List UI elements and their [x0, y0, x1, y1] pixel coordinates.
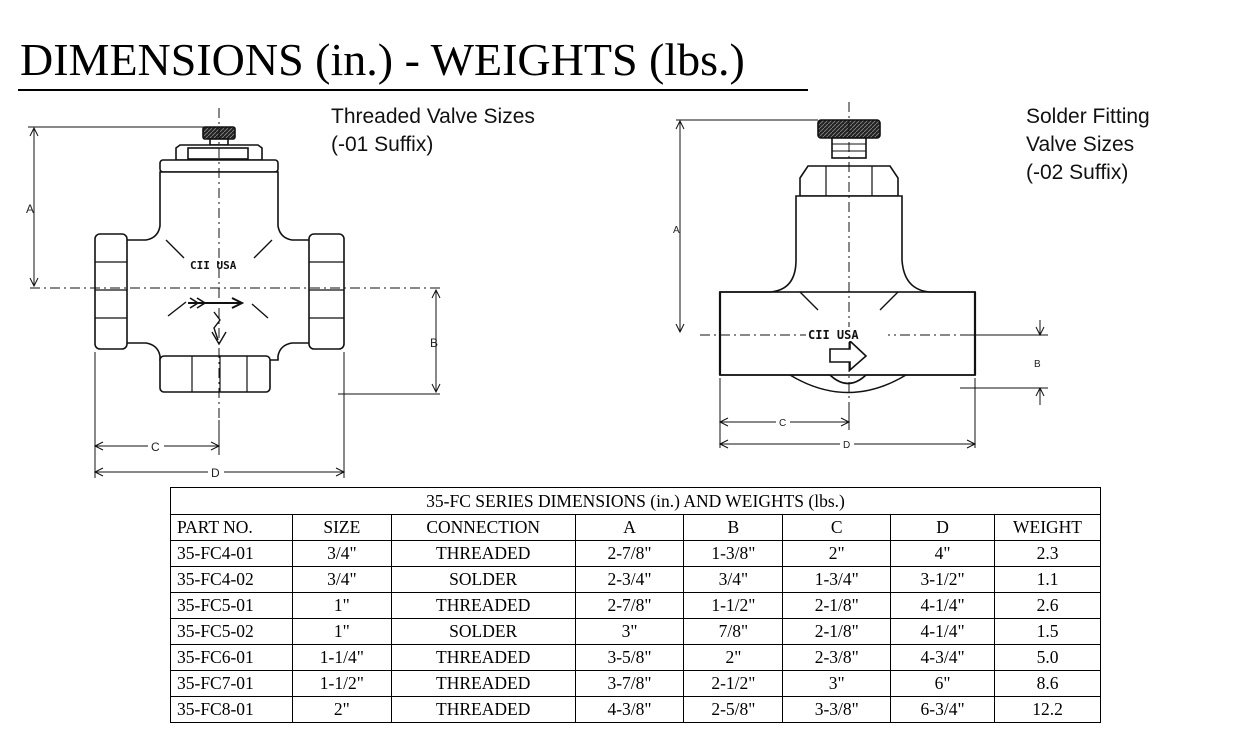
cell-connection: THREADED [390, 670, 576, 697]
cell-dim-a: 2-3/4" [574, 566, 685, 593]
cell-part-no: 35-FC7-01 [170, 670, 293, 697]
cell-part-no: 35-FC6-01 [170, 644, 293, 671]
solder-dim-c-label: C [779, 418, 786, 429]
cell-dim-d: 4" [890, 540, 996, 567]
cell-dim-b: 7/8" [683, 618, 784, 645]
cell-size: 1-1/2" [291, 670, 392, 697]
table-caption: 35-FC SERIES DIMENSIONS (in.) AND WEIGHT… [170, 487, 1101, 515]
cell-dim-d: 4-1/4" [890, 618, 996, 645]
header-a: A [574, 514, 685, 541]
cell-dim-c: 2-1/8" [782, 592, 892, 619]
cell-weight: 5.0 [994, 644, 1101, 671]
cell-part-no: 35-FC4-02 [170, 566, 293, 593]
cell-dim-c: 3-3/8" [782, 696, 892, 723]
cell-weight: 12.2 [994, 696, 1101, 723]
cell-part-no: 35-FC8-01 [170, 696, 293, 723]
cell-dim-d: 6" [890, 670, 996, 697]
header-d: D [890, 514, 996, 541]
threaded-dim-b-label: B [430, 336, 438, 350]
cell-connection: THREADED [390, 644, 576, 671]
solder-dim-b-label: B [1034, 359, 1041, 370]
cell-connection: THREADED [390, 540, 576, 567]
solder-dim-d-label: D [843, 440, 850, 451]
header-c: C [782, 514, 892, 541]
table-caption-row: 35-FC SERIES DIMENSIONS (in.) AND WEIGHT… [170, 487, 1101, 515]
threaded-dim-d-label: D [211, 466, 220, 480]
header-size: SIZE [291, 514, 392, 541]
solder-caption: Solder Fitting Valve Sizes (-02 Suffix) [1026, 103, 1150, 187]
cell-weight: 8.6 [994, 670, 1101, 697]
threaded-caption-line-2: (-01 Suffix) [331, 133, 434, 156]
cell-dim-c: 2-3/8" [782, 644, 892, 671]
threaded-valve-drawing [28, 108, 441, 478]
cell-size: 1" [291, 618, 392, 645]
cell-dim-c: 3" [782, 670, 892, 697]
cell-connection: THREADED [390, 696, 576, 723]
cell-weight: 2.6 [994, 592, 1101, 619]
cell-part-no: 35-FC4-01 [170, 540, 293, 567]
cell-dim-c: 2" [782, 540, 892, 567]
cell-connection: SOLDER [390, 618, 576, 645]
cell-part-no: 35-FC5-02 [170, 618, 293, 645]
cell-size: 1-1/4" [291, 644, 392, 671]
cell-dim-d: 4-1/4" [890, 592, 996, 619]
header-part-no: PART NO. [170, 514, 293, 541]
valve-drawings: CII USA A B C D [26, 102, 1048, 480]
cell-dim-b: 2-1/2" [683, 670, 784, 697]
table-header-row: PART NO. SIZE CONNECTION A B C D WEIGHT [170, 514, 1101, 541]
header-connection: CONNECTION [390, 514, 576, 541]
solder-dim-a-label: A [673, 225, 680, 236]
cell-dim-a: 2-7/8" [574, 540, 685, 567]
cell-connection: SOLDER [390, 566, 576, 593]
cell-dim-b: 2-5/8" [683, 696, 784, 723]
threaded-body-stamp: CII USA [190, 259, 237, 272]
cell-connection: THREADED [390, 592, 576, 619]
solder-valve-drawing [675, 102, 1048, 449]
cell-dim-a: 3-7/8" [574, 670, 685, 697]
cell-size: 3/4" [291, 566, 392, 593]
cell-dim-c: 2-1/8" [782, 618, 892, 645]
solder-body-stamp: CII USA [808, 328, 859, 342]
cell-dim-b: 2" [683, 644, 784, 671]
cell-dim-d: 4-3/4" [890, 644, 996, 671]
cell-dim-a: 3-5/8" [574, 644, 685, 671]
solder-caption-line-1: Solder Fitting [1026, 105, 1150, 128]
solder-caption-line-2: Valve Sizes [1026, 133, 1135, 156]
cell-dim-a: 2-7/8" [574, 592, 685, 619]
cell-size: 1" [291, 592, 392, 619]
cell-dim-d: 3-1/2" [890, 566, 996, 593]
solder-caption-line-3: (-02 Suffix) [1026, 161, 1129, 184]
threaded-dim-c-label: C [151, 440, 160, 454]
cell-size: 2" [291, 696, 392, 723]
dimensions-weights-table: 35-FC SERIES DIMENSIONS (in.) AND WEIGHT… [170, 487, 1101, 723]
cell-dim-d: 6-3/4" [890, 696, 996, 723]
title-underline [18, 89, 808, 91]
header-weight: WEIGHT [994, 514, 1101, 541]
cell-size: 3/4" [291, 540, 392, 567]
threaded-caption: Threaded Valve Sizes (-01 Suffix) [331, 103, 535, 159]
cell-dim-b: 3/4" [683, 566, 784, 593]
threaded-dim-a-label: A [26, 202, 34, 216]
cell-dim-a: 4-3/8" [574, 696, 685, 723]
cell-dim-a: 3" [574, 618, 685, 645]
cell-dim-b: 1-3/8" [683, 540, 784, 567]
header-b: B [683, 514, 784, 541]
cell-weight: 2.3 [994, 540, 1101, 567]
cell-dim-b: 1-1/2" [683, 592, 784, 619]
cell-dim-c: 1-3/4" [782, 566, 892, 593]
cell-part-no: 35-FC5-01 [170, 592, 293, 619]
page-title: DIMENSIONS (in.) - WEIGHTS (lbs.) [20, 34, 745, 85]
cell-weight: 1.5 [994, 618, 1101, 645]
cell-weight: 1.1 [994, 566, 1101, 593]
threaded-caption-line-1: Threaded Valve Sizes [331, 105, 535, 128]
